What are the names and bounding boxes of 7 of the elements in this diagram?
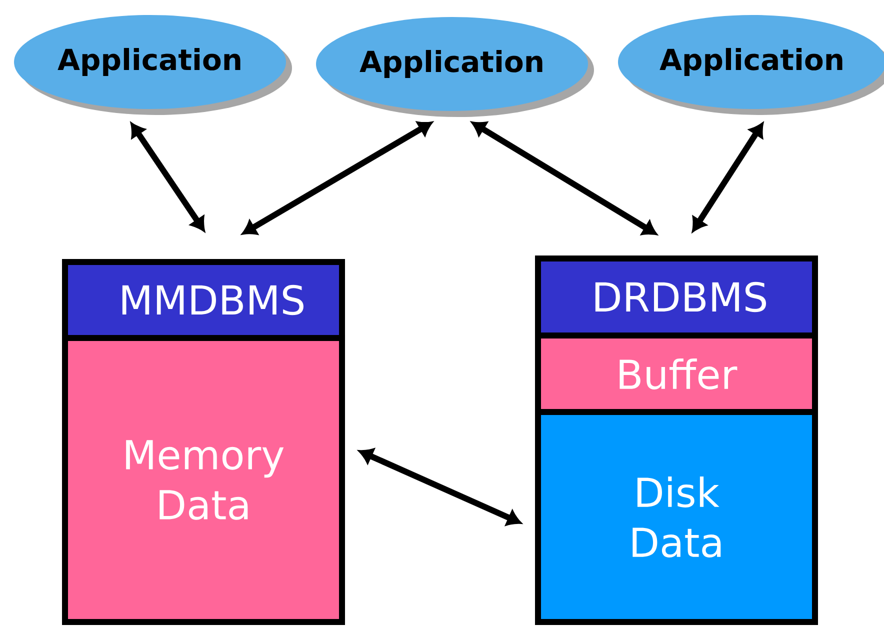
double-arrow	[130, 123, 205, 232]
double-arrow	[472, 122, 657, 235]
double-arrow	[692, 123, 764, 232]
double-arrow	[242, 122, 432, 235]
storage-box: Memory Data	[62, 335, 345, 625]
storage-box: Disk Data	[535, 409, 818, 625]
double-arrow	[359, 448, 521, 526]
